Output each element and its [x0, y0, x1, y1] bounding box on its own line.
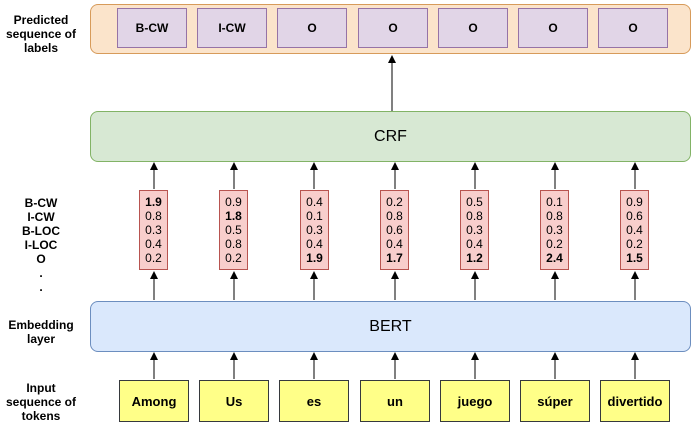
predicted-label-box: I-CW — [197, 8, 267, 48]
token-box: súper — [520, 380, 590, 422]
token-box: Us — [199, 380, 269, 422]
crf-label: CRF — [374, 127, 407, 145]
score-value: 2.4 — [546, 251, 563, 265]
tag-item: . — [39, 280, 43, 294]
token-box: un — [360, 380, 430, 422]
arrow-head — [391, 162, 399, 170]
arrow-head — [388, 55, 396, 63]
token-box: juego — [440, 380, 510, 422]
score-value: 0.4 — [626, 223, 643, 237]
predicted-label-box: O — [438, 8, 508, 48]
predicted-label-box: O — [598, 8, 668, 48]
score-value: 0.8 — [145, 209, 162, 223]
score-value: 0.9 — [626, 195, 643, 209]
tag-list: B-CW I-CW B-LOC I-LOC O . . — [0, 196, 82, 294]
arrow-head — [230, 162, 238, 170]
score-value: 0.8 — [466, 209, 483, 223]
score-value: 0.3 — [466, 223, 483, 237]
score-value: 1.9 — [145, 195, 162, 209]
score-value: 0.4 — [386, 237, 403, 251]
arrow-head — [631, 271, 639, 279]
score-value: 1.9 — [306, 251, 323, 265]
score-value: 0.2 — [626, 237, 643, 251]
arrow-head — [551, 271, 559, 279]
arrow-head — [391, 271, 399, 279]
bert-label: BERT — [369, 317, 412, 335]
arrow-head — [391, 352, 399, 360]
score-value: 0.5 — [466, 195, 483, 209]
score-value: 0.1 — [306, 209, 323, 223]
token-box: divertido — [600, 380, 670, 422]
score-value: 1.5 — [626, 251, 643, 265]
score-value: 0.3 — [306, 223, 323, 237]
tag-item: B-CW — [24, 196, 58, 210]
arrow-head — [471, 352, 479, 360]
score-value: 1.2 — [466, 251, 483, 265]
score-value: 0.2 — [225, 251, 242, 265]
score-value: 0.6 — [386, 223, 403, 237]
tag-item: I-CW — [27, 210, 55, 224]
arrow-head — [310, 162, 318, 170]
score-value: 0.2 — [546, 237, 563, 251]
score-value: 1.8 — [225, 209, 242, 223]
score-value: 0.3 — [145, 223, 162, 237]
arrow-head — [631, 352, 639, 360]
arrow-head — [551, 162, 559, 170]
score-value: 0.3 — [546, 223, 563, 237]
arrow-head — [310, 352, 318, 360]
score-value: 0.4 — [466, 237, 483, 251]
predicted-label-box: O — [277, 8, 347, 48]
arrow-head — [150, 352, 158, 360]
arrow-head — [150, 162, 158, 170]
score-value: 0.4 — [306, 195, 323, 209]
arrow-head — [150, 271, 158, 279]
arrow-head — [631, 162, 639, 170]
arrow-head — [230, 352, 238, 360]
predicted-row-label: Predicted sequence of labels — [5, 13, 77, 55]
predicted-label-box: B-CW — [117, 8, 187, 48]
score-value: 0.4 — [145, 237, 162, 251]
token-box: Among — [119, 380, 189, 422]
tag-item: O — [36, 252, 46, 266]
score-value: 0.8 — [225, 237, 242, 251]
score-value: 1.7 — [386, 251, 403, 265]
arrow-head — [551, 352, 559, 360]
token-box: es — [279, 380, 349, 422]
score-value: 0.4 — [306, 237, 323, 251]
arrow-head — [471, 162, 479, 170]
score-value: 0.8 — [386, 209, 403, 223]
bert-layer: BERT — [90, 301, 691, 352]
score-value: 0.1 — [546, 195, 563, 209]
crf-layer: CRF — [90, 111, 691, 162]
tag-item: . — [39, 266, 43, 280]
score-value: 0.5 — [225, 223, 242, 237]
tag-item: I-LOC — [24, 238, 58, 252]
tag-item: B-LOC — [22, 224, 60, 238]
embedding-row-label: Embedding layer — [8, 318, 74, 346]
input-row-label: Input sequence of tokens — [5, 381, 77, 423]
score-value: 0.2 — [386, 195, 403, 209]
arrow-head — [471, 271, 479, 279]
score-value: 0.2 — [145, 251, 162, 265]
predicted-label-box: O — [518, 8, 588, 48]
arrow-head — [230, 271, 238, 279]
score-value: 0.6 — [626, 209, 643, 223]
predicted-label-box: O — [358, 8, 428, 48]
score-value: 0.9 — [225, 195, 242, 209]
score-value: 0.8 — [546, 209, 563, 223]
arrow-head — [310, 271, 318, 279]
